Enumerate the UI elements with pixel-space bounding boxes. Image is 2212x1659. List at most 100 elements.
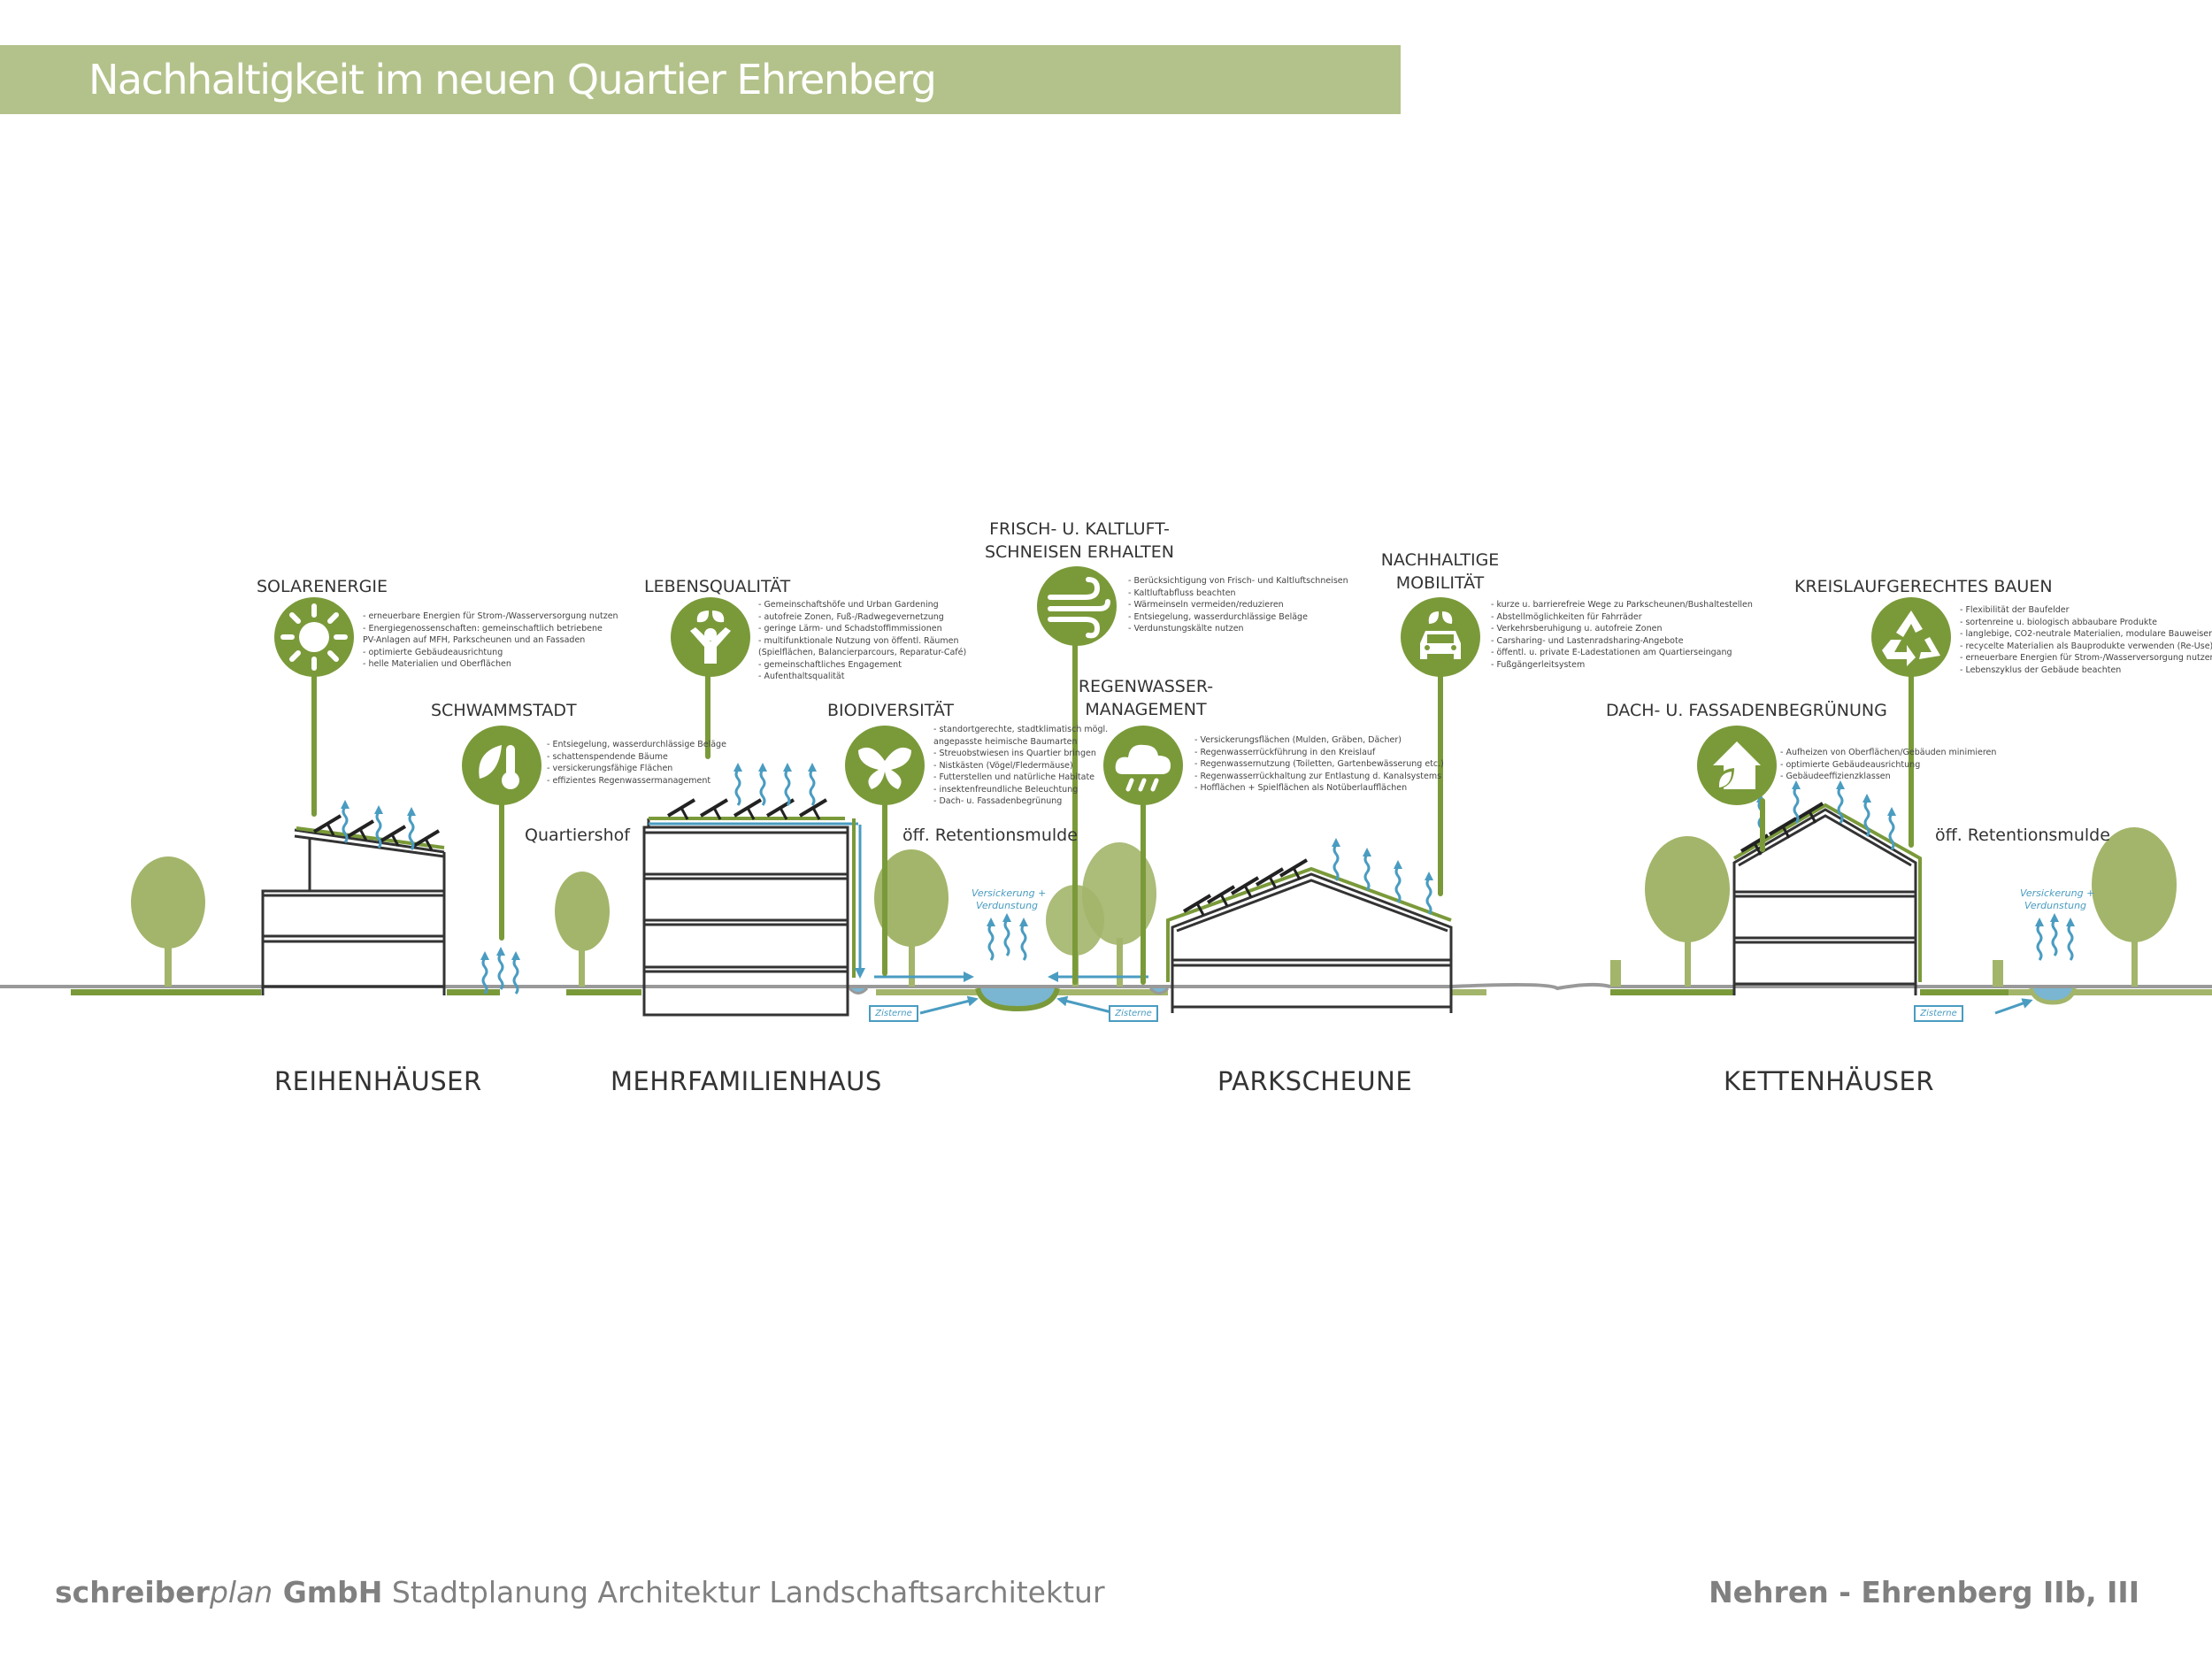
- bullet: - Kaltluftabfluss beachten: [1128, 588, 1236, 598]
- bullet: - versickerungsfähige Flächen: [547, 764, 673, 773]
- bullet: - Regenwasserrückführung in den Kreislau…: [1194, 747, 1376, 757]
- title-line: MOBILITÄT: [1395, 573, 1485, 593]
- bullets-solarenergie: - erneuerbare Energien für Strom-/Wasser…: [363, 611, 618, 671]
- bullet: - optimierte Gebäudeausrichtung: [363, 647, 503, 657]
- evaporation-arrows-2: [732, 761, 818, 807]
- category-title-kreislauf: KREISLAUFGERECHTES BAUEN: [1794, 577, 2053, 596]
- bullet: - autofreie Zonen, Fuß-/Radwegevernetzun…: [758, 611, 944, 622]
- bullet: - Streuobstwiesen ins Quartier bringen: [933, 749, 1096, 758]
- company-suffix: GmbH: [273, 1575, 383, 1609]
- bullet: PV-Anlagen auf MFH, Parkscheunen und an …: [363, 635, 586, 645]
- category-title-mobilitaet: NACHHALTIGE MOBILITÄT: [1363, 549, 1517, 595]
- company-disciplines: Stadtplanung Architektur Landschaftsarch…: [382, 1575, 1105, 1609]
- bullet: - kurze u. barrierefreie Wege zu Parksch…: [1491, 600, 1753, 610]
- parkscheune-building: [1166, 866, 1453, 1013]
- label-line: Verdunstung: [2024, 900, 2087, 911]
- bullets-kaltluft: - Berücksichtigung von Frisch- und Kaltl…: [1128, 575, 1348, 635]
- retention-swale-2: [1994, 911, 2078, 1015]
- bullet: - Entsiegelung, wasserdurchlässige Beläg…: [547, 740, 726, 749]
- bullet: - Futterstellen und natürliche Habitate: [933, 772, 1095, 782]
- bullet: - geringe Lärm- und Schadstoffimmissione…: [758, 624, 942, 634]
- label-line: Versickerung +: [972, 887, 1047, 899]
- bullet: - Aufheizen von Oberflächen/Gebäuden min…: [1780, 748, 1997, 757]
- sun-icon: [274, 597, 354, 677]
- butterfly-icon: [845, 726, 925, 805]
- bullet: - Gebäudeeffizienzklassen: [1780, 772, 1891, 781]
- category-title-kaltluft: FRISCH- U. KALTLUFT- SCHNEISEN ERHALTEN: [982, 518, 1177, 564]
- bullet: - recycelte Materialien als Bauprodukte …: [1960, 641, 2212, 651]
- company-name-bold: schreiber: [55, 1575, 210, 1609]
- bullet: - öffentl. u. private E-Ladestationen am…: [1491, 648, 1732, 657]
- zisterne-box-2: Zisterne: [1109, 1005, 1158, 1022]
- building-label-kettenhaeuser: KETTENHÄUSER: [1724, 1066, 1935, 1096]
- bullet: - Regenwassernutzung (Toiletten, Gartenb…: [1194, 759, 1444, 769]
- title-line: SCHNEISEN ERHALTEN: [984, 542, 1175, 562]
- bullet: - standortgerechte, stadtklimatisch mögl…: [933, 725, 1109, 734]
- bullets-regenwasser: - Versickerungsflächen (Mulden, Gräben, …: [1194, 734, 1444, 795]
- label-versickerung-2: Versickerung + Verdunstung: [2020, 887, 2095, 912]
- bullet: - insektenfreundliche Beleuchtung: [933, 784, 1079, 795]
- bullets-begruenung: - Aufheizen von Oberflächen/Gebäuden min…: [1780, 747, 1996, 783]
- zisterne-box-3: Zisterne: [1914, 1005, 1963, 1022]
- bullet: angepasste heimische Baumarten: [933, 736, 1078, 747]
- building-label-reihenhaeuser: REIHENHÄUSER: [274, 1066, 482, 1096]
- kettenhaeuser-building: [1732, 803, 1922, 995]
- retention-swale-1: [848, 911, 1170, 1015]
- bullet: - Entsiegelung, wasserdurchlässige Beläg…: [1128, 611, 1308, 622]
- page-title: Nachhaltigkeit im neuen Quartier Ehrenbe…: [88, 56, 937, 104]
- label-retention-2: öff. Retentionsmulde: [1935, 826, 2110, 845]
- wind-icon: [1037, 566, 1117, 646]
- bullet: - Gemeinschaftshöfe und Urban Gardening: [758, 600, 939, 610]
- bullet: - Verkehrsberuhigung u. autofreie Zonen: [1491, 624, 1663, 634]
- category-title-lebensqualitaet: LEBENSQUALITÄT: [644, 577, 791, 596]
- building-label-parkscheune: PARKSCHEUNE: [1217, 1066, 1413, 1096]
- bullet: - langlebige, CO2-neutrale Materialien, …: [1960, 629, 2212, 639]
- title-line: FRISCH- U. KALTLUFT-: [989, 519, 1170, 539]
- trees: [131, 827, 2177, 987]
- label-line: Versickerung +: [2020, 887, 2095, 899]
- bullets-kreislauf: - Flexibilität der Baufelder - sortenrei…: [1960, 604, 2212, 676]
- bullet: - Berücksichtigung von Frisch- und Kaltl…: [1128, 576, 1348, 586]
- label-quartiershof: Quartiershof: [525, 826, 630, 845]
- footer-project: Nehren - Ehrenberg IIb, III: [1709, 1575, 2139, 1609]
- bullet: - Lebenszyklus der Gebäude beachten: [1960, 664, 2122, 675]
- bullet: - Hofflächen + Spielflächen als Notüberl…: [1194, 783, 1408, 793]
- bullet: - multifunktionale Nutzung von öffentl. …: [758, 635, 959, 646]
- label-retention-1: öff. Retentionsmulde: [902, 826, 1078, 845]
- rain-cloud-icon: [1103, 726, 1183, 805]
- leaf-thermometer-icon: [462, 726, 541, 805]
- category-title-biodiversitaet: BIODIVERSITÄT: [827, 701, 954, 720]
- recycle-icon: [1871, 597, 1951, 677]
- person-leaf-icon: [671, 597, 750, 677]
- bullet: - sortenreine u. biologisch abbaubare Pr…: [1960, 617, 2157, 627]
- zisterne-box-1: Zisterne: [869, 1005, 918, 1022]
- footer-company: schreiberplan GmbH Stadtplanung Architek…: [55, 1575, 1105, 1609]
- bullets-schwammstadt: - Entsiegelung, wasserdurchlässige Beläg…: [547, 739, 726, 787]
- title-line: REGENWASSER-: [1078, 677, 1214, 696]
- category-title-solarenergie: SOLARENERGIE: [257, 577, 388, 596]
- bullet: - helle Materialien und Oberflächen: [363, 659, 511, 669]
- bullet: - erneuerbare Energien für Strom-/Wasser…: [1960, 653, 2212, 663]
- company-name-italic: plan: [209, 1575, 273, 1609]
- title-line: NACHHALTIGE: [1380, 550, 1500, 570]
- bullet: - erneuerbare Energien für Strom-/Wasser…: [363, 611, 618, 621]
- bullet: - Aufenthaltsqualität: [758, 672, 845, 681]
- mehrfamilienhaus-building: [642, 817, 865, 1017]
- building-label-mehrfamilienhaus: MEHRFAMILIENHAUS: [611, 1066, 882, 1096]
- bullet: (Spielflächen, Balancierparcours, Repara…: [758, 648, 967, 657]
- bullet: - Fußgängerleitsystem: [1491, 659, 1586, 670]
- bullet: - Dach- u. Fassadenbegrünung: [933, 796, 1063, 806]
- bullets-lebensqualitaet: - Gemeinschaftshöfe und Urban Gardening …: [758, 599, 966, 683]
- title-line: MANAGEMENT: [1085, 700, 1207, 719]
- category-title-schwammstadt: SCHWAMMSTADT: [431, 701, 577, 720]
- bullet: - Regenwasserrückhaltung zur Entlastung …: [1194, 771, 1442, 781]
- bullets-mobilitaet: - kurze u. barrierefreie Wege zu Parksch…: [1491, 599, 1753, 671]
- bullet: - effizientes Regenwassermanagement: [547, 775, 711, 786]
- reihenhaeuser-building: [261, 826, 446, 995]
- bullet: - gemeinschaftliches Engagement: [758, 659, 902, 670]
- solar-panels-mfh: [666, 798, 828, 821]
- car-leaf-icon: [1401, 597, 1480, 677]
- category-title-begruenung: DACH- U. FASSADENBEGRÜNUNG: [1606, 701, 1887, 720]
- bullet: - Carsharing- und Lastenradsharing-Angeb…: [1491, 635, 1684, 646]
- bullet: - Versickerungsflächen (Mulden, Gräben, …: [1194, 735, 1402, 745]
